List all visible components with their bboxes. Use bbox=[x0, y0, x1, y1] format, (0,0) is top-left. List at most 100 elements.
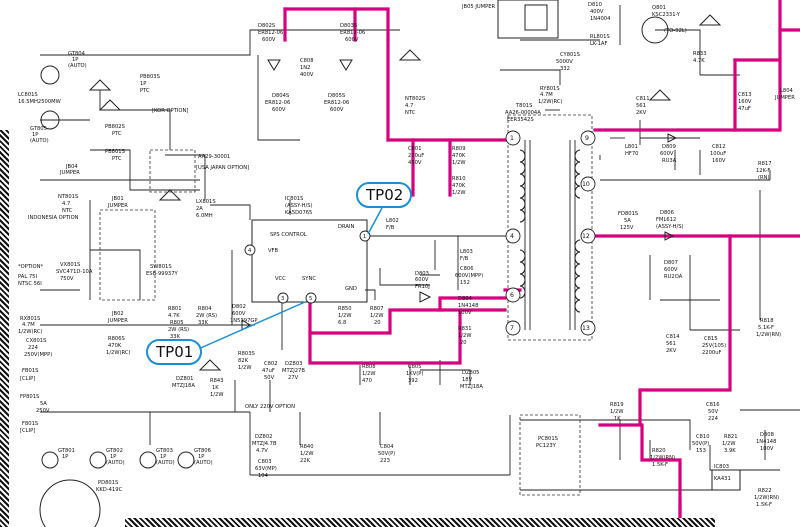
label-d805p: ER812-06 bbox=[324, 100, 349, 106]
wiring bbox=[40, 5, 800, 491]
pin-6: 6 bbox=[510, 292, 514, 299]
label-c803v: 104 bbox=[258, 473, 269, 479]
label-rl801p: LK-1AF bbox=[590, 41, 607, 47]
tp02-leader bbox=[367, 207, 383, 235]
tp01-leader bbox=[195, 301, 306, 351]
label-r818p: 5.1K-F bbox=[758, 325, 774, 331]
label-gt805p: 1P bbox=[32, 132, 38, 138]
label-d810v: 400V bbox=[590, 9, 604, 15]
label-r821p: 1/2W bbox=[722, 441, 735, 447]
label-r817p: 12K-F bbox=[756, 168, 770, 174]
label-pc801: PC801S bbox=[538, 436, 558, 442]
label-c806p: 600V(MPP) bbox=[455, 273, 483, 279]
label-jb04: JB04 bbox=[65, 164, 78, 170]
label-nt801: NT801S bbox=[58, 194, 78, 200]
label-r820: R820 bbox=[652, 448, 666, 454]
ic-label-sync: SYNC bbox=[302, 276, 316, 282]
label-gt802p: 1P bbox=[110, 454, 116, 460]
ic-pin-3: 3 bbox=[281, 296, 284, 302]
label-jb02: JB02 bbox=[111, 311, 124, 317]
label-l802: L802 bbox=[386, 218, 399, 224]
label-c810p: 50V(P) bbox=[692, 441, 709, 447]
label-cx801v: 250V(MPP) bbox=[24, 352, 52, 358]
label-cy801: CY801S bbox=[560, 52, 580, 58]
label-fp801v: 250V bbox=[36, 408, 50, 414]
label-vx801p: SVC471D-10A bbox=[56, 269, 93, 275]
label-r843v: 1/2W bbox=[210, 392, 223, 398]
label-c814v: 2KV bbox=[666, 348, 677, 354]
label-q801q: (TO-92L) bbox=[664, 28, 687, 34]
label-fd801v: 125V bbox=[620, 225, 634, 231]
label-d802p: ER812-06 bbox=[258, 30, 283, 36]
label-ic803: IC803 bbox=[714, 464, 729, 470]
label-c812: C812 bbox=[712, 144, 726, 150]
component-labels: JB05 JUMPER D810 400V 1N4004 Q801 KSC233… bbox=[18, 2, 795, 508]
label-nt801v: NTC bbox=[62, 208, 73, 214]
label-c811p: 561 bbox=[636, 103, 646, 109]
label-r820v: 1.5K-F bbox=[652, 462, 668, 468]
label-dz803: DZ803 bbox=[285, 361, 302, 367]
label-d805v: 600V bbox=[330, 107, 344, 113]
label-r818v: 1/2W(RN) bbox=[756, 332, 781, 338]
label-r801: R801 bbox=[168, 306, 182, 312]
label-c804p: 50V(P) bbox=[378, 451, 395, 457]
ic-label-drain: DRAIN bbox=[338, 224, 354, 230]
label-d803bv: FR10J bbox=[415, 284, 430, 290]
label-c806: C806 bbox=[460, 266, 474, 272]
label-r831v: 20 bbox=[460, 340, 467, 346]
label-c801: C801 bbox=[408, 146, 422, 152]
label-rx801p: 4.7M bbox=[22, 322, 35, 328]
label-c812v: 160V bbox=[712, 158, 726, 164]
label-r808v: 470 bbox=[362, 378, 372, 384]
label-c814p: 561 bbox=[666, 341, 676, 347]
tp02-callout: TP02 bbox=[356, 182, 412, 208]
label-dz805v: MTZJ18A bbox=[460, 384, 483, 390]
label-ic803p: KA431 bbox=[714, 476, 731, 482]
label-c805v: 392 bbox=[408, 378, 418, 384]
label-r833: R833 bbox=[693, 51, 707, 57]
label-c804: C804 bbox=[380, 444, 394, 450]
label-gt804p: 1P bbox=[72, 57, 78, 63]
label-c814: C814 bbox=[666, 334, 680, 340]
label-r807v: 20 bbox=[374, 320, 381, 326]
label-d805: D805S bbox=[328, 93, 345, 99]
label-r819p: 1/2W bbox=[610, 409, 623, 415]
label-fp801: FP801S bbox=[20, 394, 39, 400]
label-d806v: (ASSY-H/S) bbox=[656, 224, 684, 230]
label-nt801p: 4.7 bbox=[62, 201, 70, 207]
label-r840: R840 bbox=[300, 444, 314, 450]
label-dz803p: MTZJ27B bbox=[282, 368, 305, 374]
label-gt803q: (AUTO) bbox=[156, 460, 175, 466]
label-ntc802: NT802S bbox=[405, 96, 425, 102]
label-c801v: 450V bbox=[408, 160, 422, 166]
component-glyphs bbox=[39, 0, 741, 527]
label-dz801: DZ801 bbox=[176, 376, 193, 382]
label-d803bp: 600V bbox=[415, 277, 429, 283]
ic-pin-4: 4 bbox=[248, 248, 252, 254]
pin-10: 10 bbox=[582, 181, 590, 188]
label-dz802: DZ802 bbox=[255, 434, 272, 440]
label-pb803: PB803S bbox=[140, 74, 160, 80]
label-gt804: GT804 bbox=[68, 51, 86, 57]
label-d807v: RU2OA bbox=[664, 274, 683, 280]
label-r850p: 1/2W bbox=[338, 313, 351, 319]
label-r822: R822 bbox=[758, 488, 772, 494]
label-dz801p: MTZJ18A bbox=[172, 383, 195, 389]
label-lx801p: 2A bbox=[196, 206, 203, 212]
label-r805v: 33K bbox=[170, 334, 181, 340]
label-rx801v: 1/2W(RC) bbox=[18, 329, 43, 335]
label-c813v: 47uF bbox=[738, 106, 751, 112]
label-dz802v: 4.7V bbox=[256, 448, 268, 454]
label-only220: ONLY 220V OPTION bbox=[245, 404, 295, 410]
transformer-pins bbox=[505, 130, 596, 336]
label-gt803: GT803 bbox=[156, 448, 173, 454]
pin-4: 4 bbox=[510, 233, 514, 240]
label-lc801: LC801S bbox=[18, 92, 38, 98]
label-l804p: JUMPER bbox=[774, 95, 795, 101]
label-c808: C808 bbox=[300, 58, 314, 64]
label-ry801: RY801S bbox=[540, 86, 560, 92]
label-pal: PAL 75I bbox=[18, 274, 37, 280]
label-r807: R807 bbox=[370, 306, 384, 312]
label-rx801: RX801S bbox=[20, 316, 40, 322]
label-fd801p: 5A bbox=[624, 218, 631, 224]
